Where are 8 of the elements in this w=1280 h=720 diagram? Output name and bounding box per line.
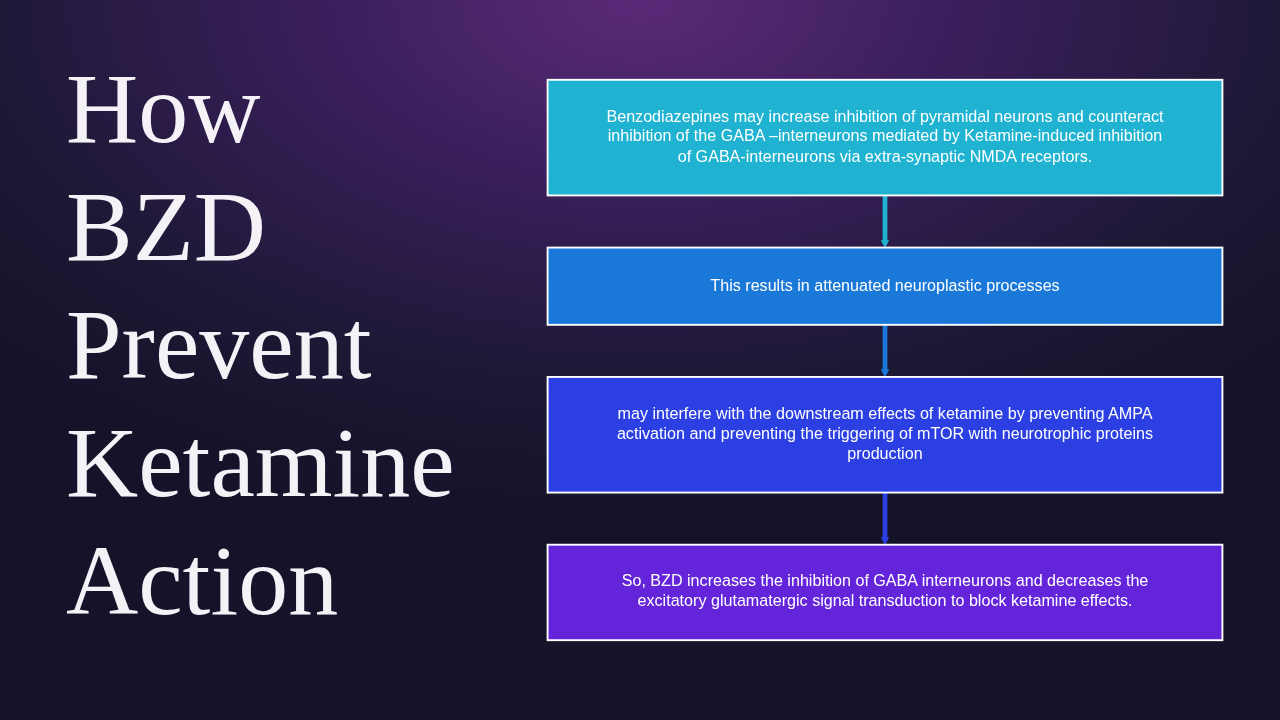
node-box: may interfere with the downstream effects of ketamine by preventing AMPA activation and preventing the triggering of mTOR with neurotrophic proteins production [546, 376, 1224, 494]
node-box: So, BZD increases the inhibition of GABA interneurons and decreases the excitatory glutamatergic signal transduction to block ketamine effects. [546, 543, 1224, 642]
arrow [880, 492, 890, 546]
node-box: This results in attenuated neuroplastic processes [546, 246, 1224, 326]
node-box: Benzodiazepines may increase inhibition of pyramidal neurons and counteract inhibition of the GABA –interneurons mediated by Ketamine-induced inhibition of GABA-interneurons via extra-synaptic NMDA receptors. [546, 78, 1224, 197]
title: How BZD Prevent Ketamine Action [66, 52, 456, 638]
arrow [880, 324, 890, 378]
arrow [880, 195, 890, 248]
